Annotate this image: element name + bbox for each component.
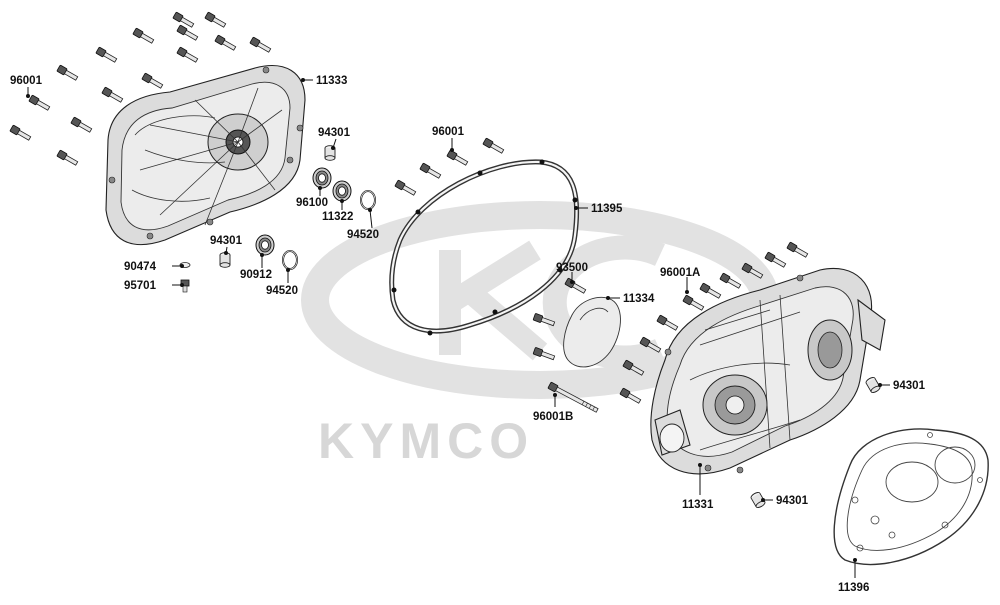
part-label-94301: 94301	[210, 235, 243, 247]
part-label-11334: 11334	[623, 293, 655, 305]
part-label-94301: 94301	[893, 380, 926, 392]
outer-cover-11333	[105, 65, 306, 246]
part-label-94301: 94301	[318, 127, 351, 139]
part-label-96001: 96001	[10, 75, 43, 87]
gasket-11396	[833, 428, 989, 566]
part-label-11331: 11331	[682, 499, 714, 511]
part-label-11396: 11396	[838, 582, 869, 594]
part-label-96100: 96100	[296, 197, 328, 209]
part-label-94520: 94520	[347, 229, 379, 241]
gasket-11395	[389, 159, 580, 336]
small-parts-left	[179, 145, 376, 293]
part-number-labels: 96001 11333 94301 96100 11322 94520 9430…	[10, 75, 926, 594]
plate-11334	[532, 277, 621, 368]
part-label-96001A: 96001A	[660, 267, 700, 279]
part-label-11322: 11322	[322, 211, 353, 223]
inner-cover-11331	[650, 268, 886, 475]
part-label-95701: 95701	[124, 280, 157, 292]
part-label-11333: 11333	[316, 75, 347, 87]
part-label-93500: 93500	[556, 262, 588, 274]
part-label-96001: 96001	[432, 126, 465, 138]
leader-lines	[26, 78, 890, 578]
part-label-94520: 94520	[266, 285, 298, 297]
part-label-96001B: 96001B	[533, 411, 573, 423]
watermark-brand: KYMCO	[318, 413, 534, 469]
part-label-94301: 94301	[776, 495, 809, 507]
part-label-11395: 11395	[591, 203, 623, 215]
part-label-90912: 90912	[240, 269, 272, 281]
part-label-90474: 90474	[124, 261, 157, 273]
